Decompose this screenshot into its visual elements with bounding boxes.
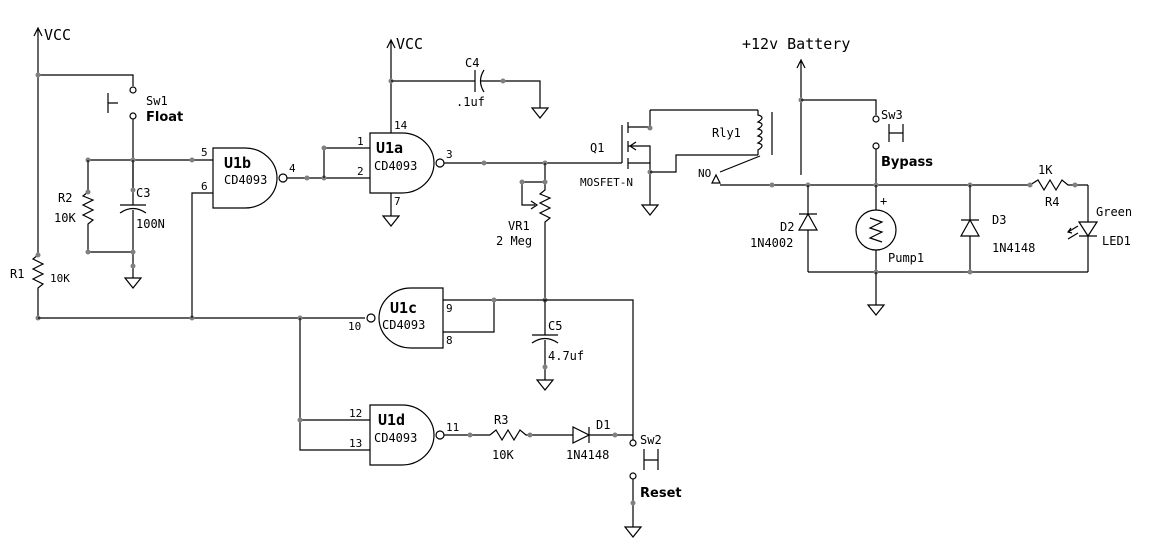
u1c-pin8: 8	[446, 334, 453, 347]
resistor-r2: R2 10K	[54, 160, 133, 253]
u1b-part: CD4093	[224, 173, 267, 187]
c4-value: .1uf	[456, 95, 485, 109]
vcc-mid-label: VCC	[396, 35, 423, 53]
sw1-switch: Sw1 Float	[107, 86, 183, 125]
pump-motor: + Pump1	[855, 185, 924, 272]
vr1-value: 2 Meg	[496, 234, 532, 248]
sw3-switch: Sw3 Bypass	[872, 108, 933, 170]
vcc-left-label: VCC	[44, 26, 71, 44]
u1a-pin3: 3	[446, 148, 453, 161]
u1b-pin5: 5	[201, 146, 208, 159]
u1c-name: U1c	[390, 299, 417, 317]
u1c-part: CD4093	[382, 318, 425, 332]
led-led1: Green LED1	[1066, 185, 1132, 272]
d3-ref: D3	[992, 213, 1006, 227]
ground-symbol-u1a	[381, 212, 401, 227]
ground-symbol-c3	[123, 270, 143, 289]
sw2-ref: Sw2	[640, 433, 662, 447]
r1-ref: R1	[10, 267, 24, 281]
d2-ref: D2	[780, 220, 794, 234]
battery-terminal: +12v Battery	[742, 35, 850, 95]
pump1-ref: Pump1	[888, 251, 924, 265]
ground-symbol-c4	[530, 100, 550, 119]
u1d-pin13: 13	[349, 437, 362, 450]
u1b-pin6: 6	[201, 180, 208, 193]
u1a-pin1: 1	[357, 135, 364, 148]
led1-color: Green	[1096, 205, 1132, 219]
u1b-pin4: 4	[289, 162, 296, 175]
u1b-name: U1b	[224, 154, 251, 172]
ground-symbol-q1	[640, 200, 660, 216]
sw1-label: Float	[146, 110, 183, 125]
diode-d3: D3 1N4148	[959, 185, 1035, 272]
pump1-polarity: +	[880, 194, 887, 208]
vcc-left-symbol: VCC	[33, 26, 71, 45]
sw1-ref: Sw1	[146, 94, 168, 108]
resistor-r4: 1K R4	[1029, 163, 1088, 209]
u1c-pin9: 9	[446, 302, 453, 315]
c3-ref: C3	[136, 186, 150, 200]
diode-d1: D1 1N4148	[566, 418, 633, 462]
capacitor-c5: C5 4.7uf	[531, 300, 584, 378]
capacitor-c3: C3 100N	[119, 160, 165, 270]
vcc-mid-symbol: VCC	[386, 35, 423, 58]
rly1-ref: Rly1	[712, 126, 741, 140]
r2-ref: R2	[58, 191, 72, 205]
ground-symbol-sw2	[623, 526, 643, 538]
resistor-r3: R3 10K	[489, 413, 573, 462]
sw2-label: Reset	[640, 486, 682, 501]
resistor-r1: R1 10K	[10, 254, 70, 318]
r4-ref: R4	[1045, 195, 1059, 209]
u1a-name: U1a	[376, 139, 403, 157]
u1a-pin7: 7	[394, 195, 401, 208]
c3-value: 100N	[136, 217, 165, 231]
d3-value: 1N4148	[992, 241, 1035, 255]
u1a-pin14: 14	[394, 119, 408, 132]
battery-label: +12v Battery	[742, 35, 850, 53]
gate-u1d: U1d CD4093 12 13 11	[349, 404, 459, 466]
u1d-pin11: 11	[446, 421, 459, 434]
sw2-switch: Sw2 Reset	[629, 433, 682, 501]
d1-ref: D1	[596, 418, 610, 432]
q1-value: MOSFET-N	[580, 176, 633, 189]
d1-value: 1N4148	[566, 448, 609, 462]
diode-d2: D2 1N4002	[750, 185, 819, 272]
rly1-no-label: NO	[698, 167, 711, 180]
d2-value: 1N4002	[750, 236, 793, 250]
c5-value: 4.7uf	[548, 349, 584, 363]
u1d-pin12: 12	[349, 407, 362, 420]
potentiometer-vr1: VR1 2 Meg	[496, 163, 552, 300]
u1a-pin2: 2	[357, 165, 364, 178]
u1d-part: CD4093	[374, 431, 417, 445]
u1c-pin10: 10	[348, 320, 361, 333]
r2-value: 10K	[54, 211, 76, 225]
c5-ref: C5	[548, 319, 562, 333]
sw3-ref: Sw3	[881, 108, 903, 122]
r3-ref: R3	[494, 413, 508, 427]
c4-ref: C4	[465, 56, 479, 70]
led1-ref: LED1	[1102, 234, 1131, 248]
gate-u1c: U1c CD4093 9 8 10	[348, 287, 453, 349]
relay-rly1: Rly1 NO	[698, 110, 773, 184]
sw3-label: Bypass	[881, 155, 933, 170]
ground-symbol-c5	[535, 378, 555, 391]
gate-u1b: U1b CD4093 5 6 4	[201, 146, 296, 209]
q1-ref: Q1	[590, 141, 604, 155]
u1a-part: CD4093	[374, 159, 417, 173]
r4-value: 1K	[1038, 163, 1053, 177]
capacitor-c4: C4 .1uf	[391, 56, 541, 109]
u1d-name: U1d	[378, 411, 405, 429]
vr1-ref: VR1	[508, 219, 530, 233]
mosfet-q1: Q1 MOSFET-N	[580, 110, 651, 200]
gate-u1a: U1a CD4093 1 2 3 14 7	[357, 119, 453, 208]
ground-symbol-pump	[866, 304, 886, 316]
r3-value: 10K	[492, 448, 514, 462]
r1-value: 10K	[50, 272, 70, 285]
